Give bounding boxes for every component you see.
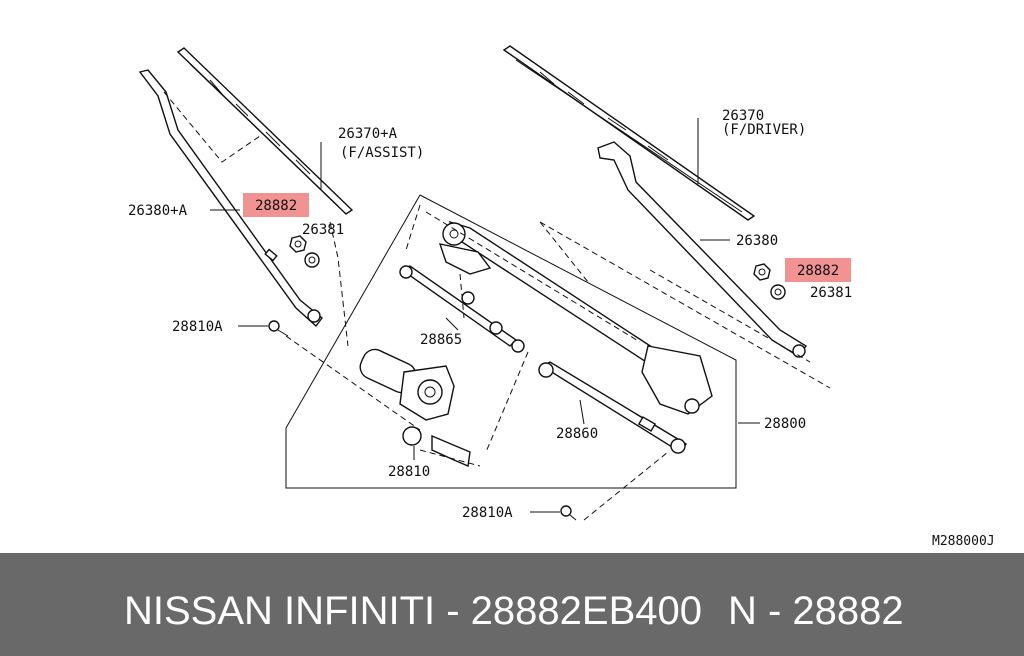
label-26370-sub: (F/DRIVER) [722, 122, 806, 138]
right-cap-26381 [770, 284, 786, 300]
label-26370a: 26370+A [338, 126, 398, 142]
wiper-parts-diagram: 26370+A (F/ASSIST) 26370 (F/DRIVER) 2638… [128, 45, 995, 549]
label-28882-left: 28882 [255, 198, 297, 214]
wiper-motor-28810 [359, 348, 471, 468]
label-28865: 28865 [420, 332, 462, 348]
drawing-code: M288000J [932, 534, 995, 549]
label-28882-right: 28882 [797, 263, 839, 279]
bolt-28810a-top [268, 320, 289, 337]
dashed-reference-lines [163, 91, 831, 521]
leader-lines [210, 118, 760, 513]
left-wiper-arm [138, 69, 323, 328]
link-rod-28865 [399, 265, 525, 353]
highlight-28882-left [243, 193, 309, 217]
left-wiper-blade [176, 47, 354, 215]
label-28860: 28860 [556, 426, 598, 442]
highlight-28882-right [785, 258, 851, 282]
left-nut-28882 [289, 235, 307, 253]
footer-short-number: N - 28882 [728, 589, 904, 633]
label-26381-left: 26381 [302, 222, 344, 238]
label-26380: 26380 [736, 233, 778, 249]
right-nut-28882 [753, 263, 771, 281]
assembly-frame [285, 194, 737, 489]
label-26370a-sub: (F/ASSIST) [340, 145, 424, 161]
main-link-rod [438, 220, 713, 415]
label-26381-right: 26381 [810, 285, 852, 301]
label-28800: 28800 [764, 416, 806, 432]
footer-bar: NISSAN INFINITI - 28882EB400 N - 28882 [0, 553, 1024, 656]
label-26370: 26370 [722, 108, 764, 124]
label-28810a-top: 28810A [172, 319, 223, 335]
left-cap-26381 [304, 252, 320, 268]
link-rod-28860 [538, 361, 688, 454]
label-28810a-bottom: 28810A [462, 505, 513, 521]
label-28810: 28810 [388, 464, 430, 480]
footer-part-number: NISSAN INFINITI - 28882EB400 [124, 589, 703, 633]
bolt-28810a-bottom [560, 505, 577, 521]
right-wiper-arm [597, 141, 808, 358]
label-26380a: 26380+A [128, 203, 188, 219]
right-wiper-blade [502, 45, 756, 221]
